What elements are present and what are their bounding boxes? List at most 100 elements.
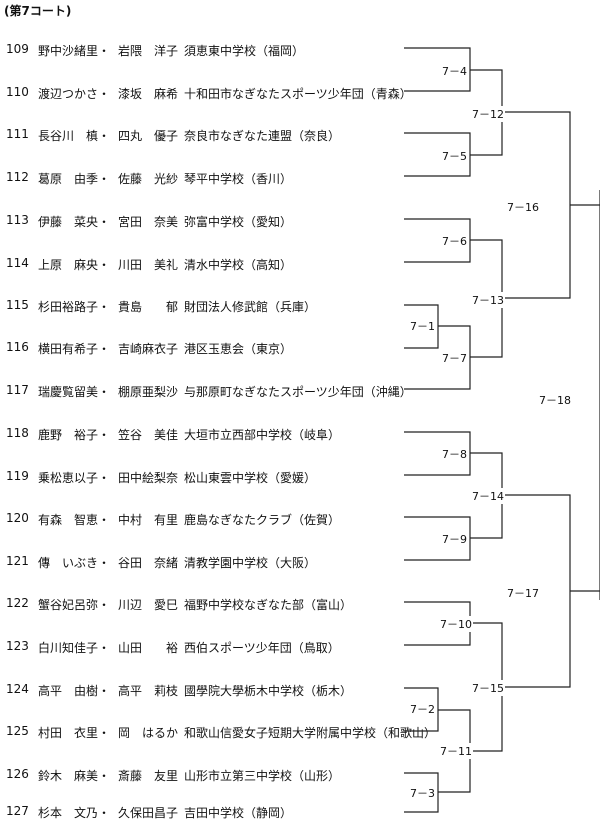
player-1: 白川知佳子・ bbox=[38, 641, 111, 655]
player-2: 佐藤 光紗 bbox=[118, 172, 179, 186]
entry-number: 119 bbox=[6, 469, 29, 483]
player-2: 川辺 愛巳 bbox=[118, 598, 179, 612]
school: 弥富中学校（愛知） bbox=[184, 215, 293, 229]
entry-120: 120 有森 智恵・中村 有里鹿島なぎなたクラブ（佐賀） bbox=[6, 511, 406, 529]
match-label-7-2: 7－2 bbox=[409, 701, 436, 717]
player-2: 斎藤 友里 bbox=[118, 769, 179, 783]
entry-126: 126 鈴木 麻美・斎藤 友里山形市立第三中学校（山形） bbox=[6, 767, 406, 785]
match-label-7-11: 7－11 bbox=[439, 743, 473, 759]
entry-number: 120 bbox=[6, 511, 29, 525]
entry-number: 126 bbox=[6, 767, 29, 781]
player-2: 久保田昌子 bbox=[118, 806, 179, 820]
match-label-7-6: 7－6 bbox=[441, 233, 468, 249]
school: 奈良市なぎなた連盟（奈良） bbox=[184, 129, 341, 143]
player-1: 杉本 文乃・ bbox=[38, 806, 111, 820]
match-label-7-7: 7－7 bbox=[441, 350, 468, 366]
entry-127: 127 杉本 文乃・久保田昌子吉田中学校（静岡） bbox=[6, 804, 406, 822]
school: 福野中学校なぎなた部（富山） bbox=[184, 598, 353, 612]
entry-number: 113 bbox=[6, 213, 29, 227]
school: 和歌山信愛女子短期大学附属中学校（和歌山） bbox=[184, 726, 437, 740]
player-2: 山田 裕 bbox=[118, 641, 179, 655]
player-1: 伊藤 菜央・ bbox=[38, 215, 111, 229]
school: 琴平中学校（香川） bbox=[184, 172, 293, 186]
entry-110: 110 渡辺つかさ・漆坂 麻希十和田市なぎなたスポーツ少年団（青森） bbox=[6, 85, 412, 103]
entry-number: 122 bbox=[6, 596, 29, 610]
match-label-7-10: 7－10 bbox=[439, 616, 473, 632]
player-1: 有森 智恵・ bbox=[38, 513, 111, 527]
player-2: 谷田 奈緒 bbox=[118, 556, 179, 570]
school: 財団法人修武館（兵庫） bbox=[184, 300, 317, 314]
school: 吉田中学校（静岡） bbox=[184, 806, 293, 820]
player-2: 岡 はるか bbox=[118, 726, 179, 740]
entry-number: 112 bbox=[6, 170, 29, 184]
player-1: 村田 衣里・ bbox=[38, 726, 111, 740]
match-label-7-8: 7－8 bbox=[441, 446, 468, 462]
player-1: 鈴木 麻美・ bbox=[38, 769, 111, 783]
player-1: 高平 由樹・ bbox=[38, 684, 111, 698]
school: 山形市立第三中学校（山形） bbox=[184, 769, 341, 783]
entry-number: 110 bbox=[6, 85, 29, 99]
player-1: 鹿野 裕子・ bbox=[38, 428, 111, 442]
player-2: 漆坂 麻希 bbox=[118, 87, 179, 101]
entry-number: 118 bbox=[6, 426, 29, 440]
school: 清水中学校（高知） bbox=[184, 258, 293, 272]
school: 清教学園中学校（大阪） bbox=[184, 556, 317, 570]
player-1: 長谷川 槙・ bbox=[38, 129, 111, 143]
school: 大垣市立西部中学校（岐阜） bbox=[184, 428, 341, 442]
player-2: 笠谷 美佳 bbox=[118, 428, 179, 442]
school: 西伯スポーツ少年団（鳥取） bbox=[184, 641, 340, 655]
player-2: 中村 有里 bbox=[118, 513, 179, 527]
player-2: 貴島 郁 bbox=[118, 300, 179, 314]
match-label-7-5: 7－5 bbox=[441, 148, 468, 164]
player-1: 杉田裕路子・ bbox=[38, 300, 111, 314]
player-2: 川田 美礼 bbox=[118, 258, 179, 272]
player-1: 横田有希子・ bbox=[38, 342, 111, 356]
player-2: 田中絵梨奈 bbox=[118, 471, 179, 485]
school: 松山東雲中学校（愛媛） bbox=[184, 471, 317, 485]
entry-number: 117 bbox=[6, 383, 29, 397]
match-label-7-1: 7－1 bbox=[409, 318, 436, 334]
player-1: 蟹谷妃呂弥・ bbox=[38, 598, 111, 612]
entry-number: 121 bbox=[6, 554, 29, 568]
school: 港区玉恵会（東京） bbox=[184, 342, 293, 356]
entry-number: 111 bbox=[6, 127, 29, 141]
match-label-7-14: 7－14 bbox=[471, 488, 505, 504]
match-label-7-15: 7－15 bbox=[471, 680, 505, 696]
player-2: 岩隈 洋子 bbox=[118, 44, 179, 58]
entry-number: 125 bbox=[6, 724, 29, 738]
player-1: 渡辺つかさ・ bbox=[38, 87, 111, 101]
school: 鹿島なぎなたクラブ（佐賀） bbox=[184, 513, 341, 527]
school: 國學院大學栃木中学校（栃木） bbox=[184, 684, 353, 698]
entry-number: 114 bbox=[6, 256, 29, 270]
school: 与那原町なぎなたスポーツ少年団（沖縄） bbox=[184, 385, 412, 399]
school: 十和田市なぎなたスポーツ少年団（青森） bbox=[184, 87, 412, 101]
entry-number: 123 bbox=[6, 639, 29, 653]
entry-number: 109 bbox=[6, 42, 29, 56]
entry-123: 123 白川知佳子・山田 裕西伯スポーツ少年団（鳥取） bbox=[6, 639, 406, 657]
player-2: 棚原亜梨沙 bbox=[118, 385, 179, 399]
entry-number: 124 bbox=[6, 682, 29, 696]
entry-112: 112 葛原 由季・佐藤 光紗琴平中学校（香川） bbox=[6, 170, 406, 188]
player-1: 上原 麻央・ bbox=[38, 258, 111, 272]
match-label-7-16: 7－16 bbox=[506, 199, 540, 215]
entry-114: 114 上原 麻央・川田 美礼清水中学校（高知） bbox=[6, 256, 406, 274]
bracket-line-7-18 bbox=[570, 190, 600, 600]
match-label-7-4: 7－4 bbox=[441, 63, 468, 79]
entry-number: 116 bbox=[6, 340, 29, 354]
entry-118: 118 鹿野 裕子・笠谷 美佳大垣市立西部中学校（岐阜） bbox=[6, 426, 406, 444]
player-1: 葛原 由季・ bbox=[38, 172, 111, 186]
entry-number: 127 bbox=[6, 804, 29, 818]
entry-109: 109 野中沙緒里・岩隈 洋子須恵東中学校（福岡） bbox=[6, 42, 406, 60]
school: 須恵東中学校（福岡） bbox=[184, 44, 305, 58]
player-1: 野中沙緒里・ bbox=[38, 44, 111, 58]
match-label-7-18: 7－18 bbox=[538, 392, 572, 408]
